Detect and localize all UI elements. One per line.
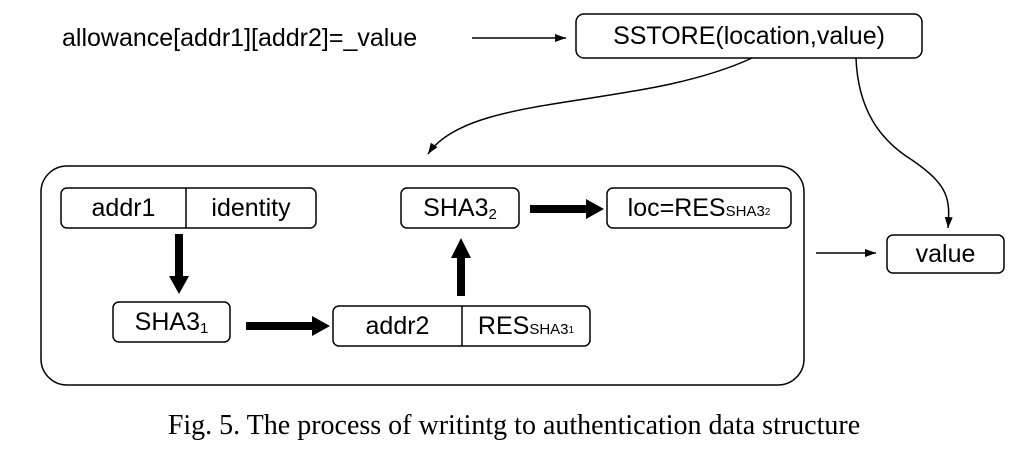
sha3-2-box	[400, 187, 520, 229]
sstore-label: SSTORE(location,value)	[613, 21, 885, 50]
thick-arrow-right2-shaft	[530, 205, 588, 213]
thick-arrow-down-shaft	[175, 234, 183, 278]
thick-arrow-down-head	[169, 276, 189, 294]
addr2-label: addr2	[365, 311, 430, 340]
addr1-identity-box	[60, 187, 317, 229]
sha3-1-box	[112, 301, 231, 343]
thick-arrow-right2-head	[586, 199, 604, 219]
value-box	[886, 234, 1005, 274]
sha3-1-base: SHA3	[134, 307, 200, 336]
loc-base: loc=RES	[627, 193, 726, 222]
sha3-2-sub: 2	[488, 205, 497, 223]
loc-sub: SHA3	[725, 202, 765, 220]
thick-arrow-up-head	[451, 238, 471, 258]
figure-caption: Fig. 5. The process of writintg to authe…	[167, 410, 861, 441]
loc-subsub: 2	[764, 206, 771, 218]
statement-text: allowance[addr1][addr2]=_value	[62, 24, 418, 52]
thick-arrow-right-head	[312, 316, 330, 336]
thick-arrow-right-shaft	[246, 322, 314, 330]
res-base: RES	[477, 311, 530, 340]
res-sub: SHA3	[529, 320, 569, 338]
sstore-box	[575, 13, 923, 59]
sha3-2-base: SHA3	[423, 193, 489, 222]
arrow-sstore-to-value	[855, 57, 953, 229]
value-label: value	[915, 239, 976, 268]
identity-label: identity	[211, 193, 291, 222]
res-subsub: 1	[568, 324, 575, 336]
arrow-sstore-to-container	[427, 57, 753, 155]
loc-box	[606, 187, 792, 229]
addr1-label: addr1	[91, 193, 156, 222]
thick-arrow-up-shaft	[457, 256, 465, 296]
sha3-1-sub: 1	[199, 319, 209, 337]
